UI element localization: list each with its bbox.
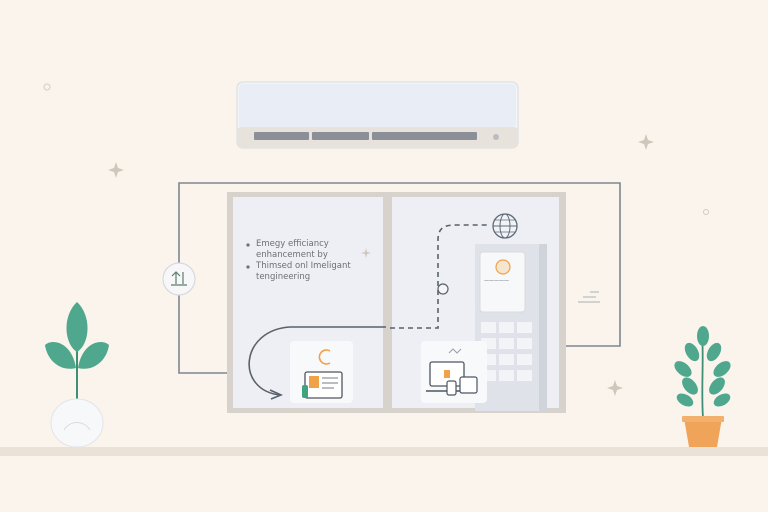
dashed-path — [390, 224, 490, 329]
thermostat-icon — [162, 262, 196, 296]
globe-icon — [492, 213, 518, 239]
decor-dashes — [578, 291, 600, 303]
gauge-icon — [318, 349, 331, 365]
laptop-card — [421, 341, 487, 403]
right-plant — [674, 326, 731, 447]
panel-text-line-2: enhancement by — [256, 250, 328, 260]
server-status-icon — [495, 259, 511, 275]
floor-line — [0, 447, 768, 456]
left-plant — [45, 302, 109, 448]
dashboard-card — [290, 341, 353, 403]
path-node-icon — [437, 283, 449, 295]
curved-arrow — [248, 326, 386, 396]
panel-text-line-3: Thimsed onl Imeligant — [256, 261, 351, 271]
air-conditioner — [236, 81, 519, 149]
right-pot — [684, 418, 722, 447]
connector-line — [178, 182, 621, 374]
panel-text-line-1: Emegy efficiancy — [256, 239, 329, 249]
ac-indicator-icon — [493, 134, 499, 140]
panel-text-line-4: tengineering — [256, 272, 311, 282]
sparkle-icon — [108, 134, 654, 396]
tablet-icon — [459, 376, 478, 394]
server-label: ————— — [484, 278, 509, 284]
